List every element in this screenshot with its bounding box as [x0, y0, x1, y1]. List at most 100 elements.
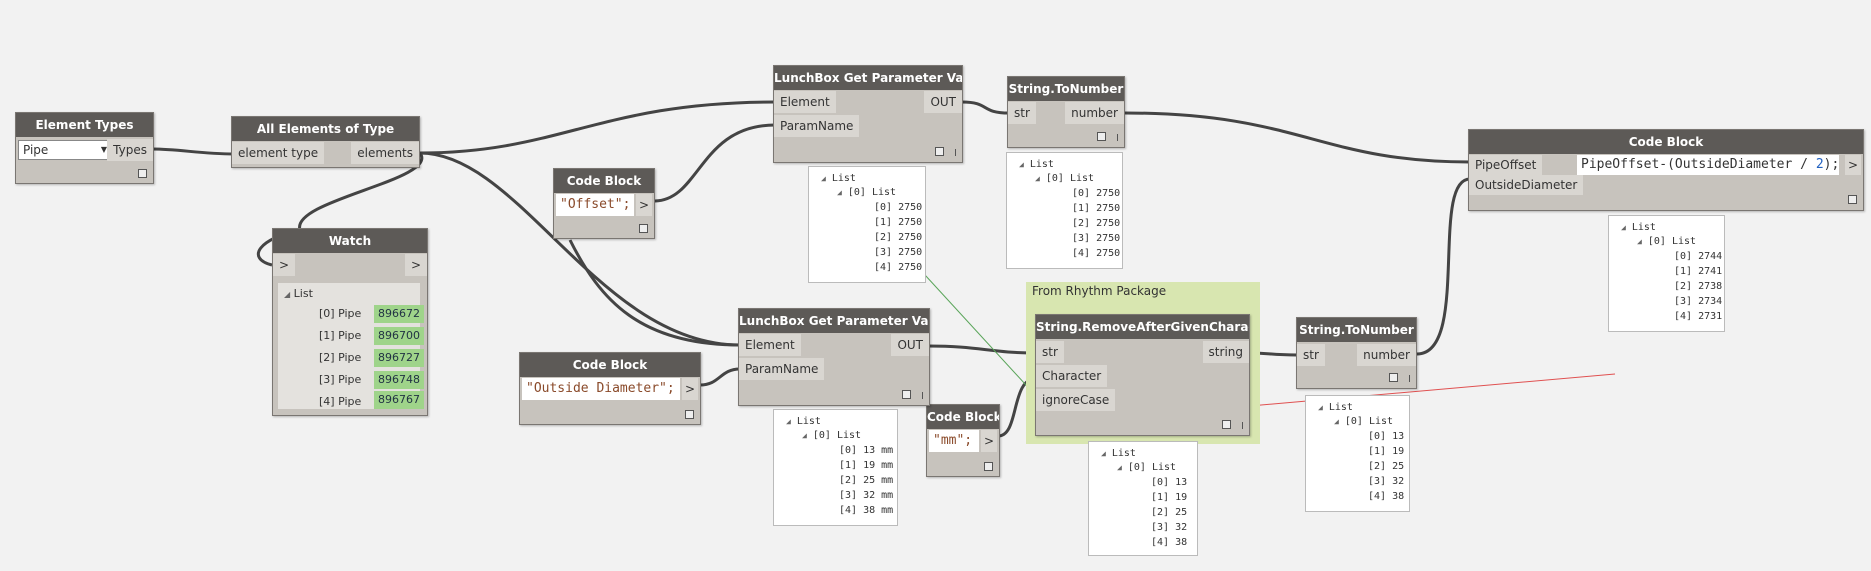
- preview-toggle-icon[interactable]: [1097, 132, 1106, 141]
- element-type-dropdown[interactable]: Pipe ▼: [18, 140, 112, 160]
- pipeoffset-input-port[interactable]: PipeOffset: [1469, 155, 1543, 175]
- str-input-port[interactable]: str: [1008, 102, 1036, 124]
- preview-toggle-icon[interactable]: [639, 224, 648, 233]
- group-title: From Rhythm Package: [1032, 284, 1167, 298]
- collapse-triangle-icon[interactable]: ◢: [821, 174, 826, 183]
- number-output-port[interactable]: number: [1065, 102, 1124, 124]
- collapse-triangle-icon[interactable]: ◢: [1334, 417, 1339, 426]
- collapse-triangle-icon[interactable]: ◢: [837, 188, 842, 197]
- preview-toggle-icon[interactable]: [1389, 373, 1398, 382]
- node-title: All Elements of Type: [232, 117, 419, 141]
- preview-toggle-icon[interactable]: [138, 169, 147, 178]
- node-title: Code Block: [927, 405, 999, 429]
- preview-row: [1] 2750: [874, 217, 923, 228]
- string-tonumber-node-1[interactable]: String.ToNumber str number: [1007, 76, 1125, 148]
- preview-row: [4] 38: [1151, 537, 1188, 548]
- collapse-triangle-icon[interactable]: ◢: [786, 417, 791, 426]
- code-editor[interactable]: "mm";: [929, 430, 979, 452]
- code-editor[interactable]: "Outside Diameter";: [522, 378, 680, 400]
- element-input-port[interactable]: Element: [739, 334, 801, 356]
- wire-types-to-element-type: [151, 147, 235, 156]
- watch-output-port[interactable]: >: [404, 254, 427, 276]
- expand-triangle-icon[interactable]: ◢: [284, 290, 291, 299]
- element-input-port[interactable]: Element: [774, 91, 836, 113]
- code-block-offset-node[interactable]: Code Block "Offset"; >: [553, 168, 655, 239]
- wire-number1-to-pipeoffset: [1124, 111, 1471, 164]
- code-output-port[interactable]: >: [981, 430, 997, 452]
- watch-item-label: [2] Pipe: [319, 351, 362, 364]
- wire-offset-to-paramname1: [654, 123, 776, 203]
- str-input-port[interactable]: str: [1036, 341, 1064, 363]
- all-elements-node[interactable]: All Elements of Type element type elemen…: [231, 116, 420, 168]
- preview-toggle-icon[interactable]: [1222, 420, 1231, 429]
- collapse-triangle-icon[interactable]: ◢: [1035, 174, 1040, 183]
- code-block-mm-node[interactable]: Code Block "mm"; >: [926, 404, 1000, 477]
- preview-row: [3] 32: [1151, 522, 1188, 533]
- watch-item-id[interactable]: 896767: [374, 391, 424, 409]
- preview-row: [4] 2731: [1674, 311, 1723, 322]
- preview-row: [2] 2738: [1674, 281, 1723, 292]
- watch-input-port[interactable]: >: [273, 254, 296, 276]
- wire-elements-to-lunch2: [419, 151, 741, 347]
- code-output-port[interactable]: >: [636, 194, 652, 216]
- str-input-port[interactable]: str: [1297, 344, 1325, 366]
- number-output-port[interactable]: number: [1357, 344, 1416, 366]
- preview-row: [2] 25 mm: [839, 475, 894, 486]
- watch-node[interactable]: Watch > > ◢ List [0] Pipe 896672 [1] Pip…: [272, 228, 428, 416]
- paramname-input-port[interactable]: ParamName: [774, 115, 860, 137]
- out-output-port[interactable]: OUT: [891, 334, 929, 356]
- outsidediameter-input-port[interactable]: OutsideDiameter: [1469, 175, 1584, 195]
- preview-toggle-icon[interactable]: [935, 147, 944, 156]
- preview-toggle-icon[interactable]: [1848, 195, 1857, 204]
- lunchbox-get-parameter-node-2[interactable]: LunchBox Get Parameter Value Element Par…: [738, 308, 930, 406]
- string-tonumber-node-2[interactable]: String.ToNumber str number: [1296, 317, 1417, 389]
- wire-elements-to-lunch1: [419, 100, 776, 155]
- preview-toggle-icon[interactable]: [984, 462, 993, 471]
- node-title: Code Block: [1469, 130, 1863, 154]
- collapse-triangle-icon[interactable]: ◢: [802, 431, 807, 440]
- node-title: Code Block: [520, 353, 700, 377]
- ignorecase-input-port[interactable]: ignoreCase: [1036, 389, 1116, 411]
- preview-row: [4] 38 mm: [839, 505, 894, 516]
- code-editor[interactable]: PipeOffset-(OutsideDiameter / 2);: [1577, 155, 1839, 175]
- elements-output-port[interactable]: elements: [351, 142, 419, 164]
- collapse-triangle-icon[interactable]: ◢: [1019, 160, 1024, 169]
- preview-row: [3] 32 mm: [839, 490, 894, 501]
- dropdown-value: Pipe: [23, 143, 49, 157]
- code-output-port[interactable]: >: [682, 378, 698, 400]
- preview-row: [1] 19 mm: [839, 460, 894, 471]
- paramname-input-port[interactable]: ParamName: [739, 358, 825, 380]
- wire-outside-to-paramname2: [699, 367, 741, 387]
- code-output-port[interactable]: >: [1845, 155, 1861, 175]
- preview-row: [3] 2734: [1674, 296, 1723, 307]
- wire-number2-to-outsidediameter: [1416, 177, 1471, 356]
- out-output-port[interactable]: OUT: [924, 91, 962, 113]
- watch-item-id[interactable]: 896700: [374, 327, 424, 345]
- code-editor[interactable]: "Offset";: [556, 194, 634, 216]
- preview-row: [1] 19: [1151, 492, 1188, 503]
- string-remove-after-character-node[interactable]: String.RemoveAfterGivenCharacter str Cha…: [1035, 314, 1250, 436]
- collapse-triangle-icon[interactable]: ◢: [1637, 237, 1642, 246]
- types-output-port[interactable]: Types: [107, 139, 153, 161]
- preview-row: [0] 2750: [874, 202, 923, 213]
- collapse-triangle-icon[interactable]: ◢: [1101, 449, 1106, 458]
- collapse-triangle-icon[interactable]: ◢: [1318, 403, 1323, 412]
- preview-toggle-icon[interactable]: [685, 410, 694, 419]
- watch-item-label: [1] Pipe: [319, 329, 362, 342]
- collapse-triangle-icon[interactable]: ◢: [1621, 223, 1626, 232]
- element-type-input-port[interactable]: element type: [232, 142, 325, 164]
- code-block-outside-diameter-node[interactable]: Code Block "Outside Diameter"; >: [519, 352, 701, 425]
- lunchbox-get-parameter-node-1[interactable]: LunchBox Get Parameter Value Element Par…: [773, 65, 963, 163]
- character-input-port[interactable]: Character: [1036, 365, 1108, 387]
- collapse-triangle-icon[interactable]: ◢: [1117, 463, 1122, 472]
- watch-item-id[interactable]: 896748: [374, 371, 424, 389]
- preview-row: [4] 38: [1368, 491, 1405, 502]
- watch-item-id[interactable]: 896672: [374, 305, 424, 323]
- final-code-preview: ◢ List ◢ [0] List [0] 2744 [1] 2741 [2] …: [1608, 215, 1725, 332]
- string-output-port[interactable]: string: [1202, 341, 1249, 363]
- preview-toggle-icon[interactable]: [902, 390, 911, 399]
- code-block-formula-node[interactable]: Code Block PipeOffset OutsideDiameter Pi…: [1468, 129, 1864, 211]
- element-types-node[interactable]: Element Types Pipe ▼ Types: [15, 112, 154, 184]
- lunch2-preview: ◢ List ◢ [0] List [0] 13 mm [1] 19 mm [2…: [773, 409, 898, 526]
- watch-item-id[interactable]: 896727: [374, 349, 424, 367]
